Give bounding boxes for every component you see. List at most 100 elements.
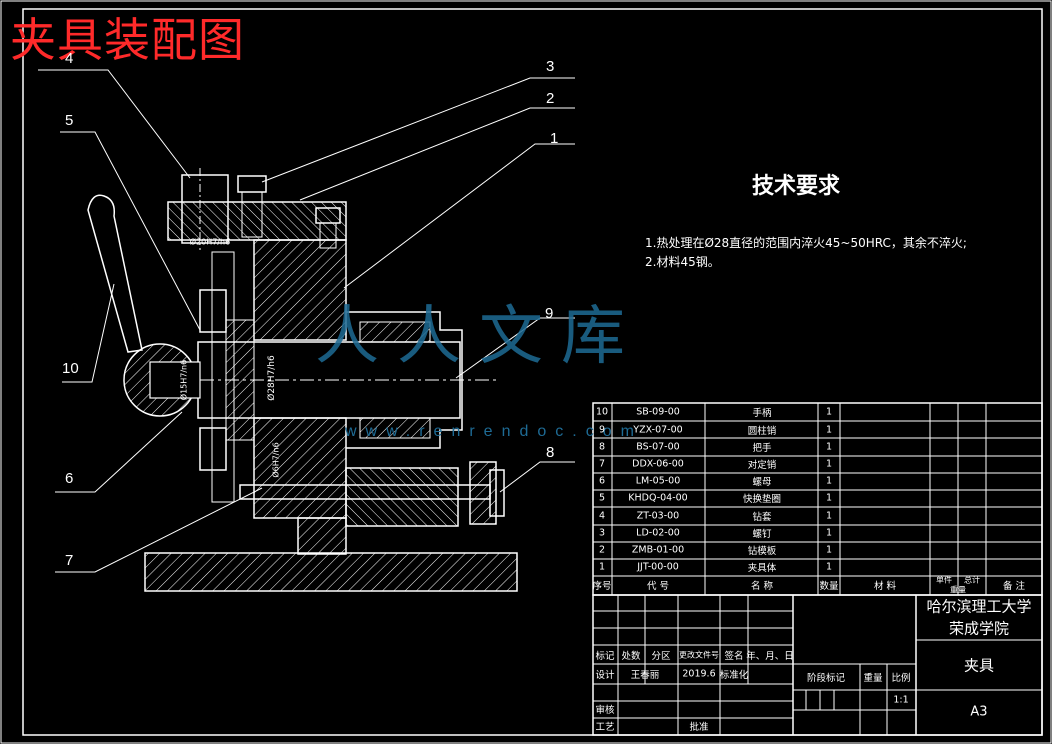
header-weight: 重量 <box>950 585 966 595</box>
drill-bushing <box>181 174 229 244</box>
part-no: 2 <box>598 544 606 556</box>
school-college: 荣成学院 <box>948 619 1010 638</box>
part-no: 6 <box>598 475 606 487</box>
pin-housing <box>345 467 459 527</box>
label-standardize: 标准化 <box>719 670 749 681</box>
sheet-size: A3 <box>970 704 988 720</box>
label-process: 工艺 <box>595 722 615 733</box>
label-date: 年、月、日 <box>746 651 794 662</box>
label-sign: 签名 <box>724 651 744 662</box>
callout-2: 2 <box>546 90 555 107</box>
base-plate <box>144 552 518 592</box>
dim-label: Ø6H7/n6 <box>271 442 281 478</box>
part-code: JJT-00-00 <box>637 561 679 573</box>
callout-6: 6 <box>65 470 74 487</box>
part-name-title: 夹具 <box>963 656 995 675</box>
part-code: ZT-03-00 <box>636 510 680 522</box>
label-count: 处数 <box>621 651 641 662</box>
knob <box>469 461 497 525</box>
part-qty: 1 <box>825 527 833 539</box>
part-qty: 1 <box>825 561 833 573</box>
header-material: 材 料 <box>873 581 897 592</box>
designer-name: 王春丽 <box>630 670 660 681</box>
part-name: 对定销 <box>747 460 777 471</box>
dim-label: Ø20H7/h6 <box>189 237 231 247</box>
part-qty: 1 <box>825 424 833 436</box>
callout-9: 9 <box>545 305 554 322</box>
part-name: 钻套 <box>752 512 772 523</box>
tech-note: 1.热处理在Ø28直径的范围内淬火45~50HRC，其余不淬火; <box>645 236 967 250</box>
label-approve: 批准 <box>689 722 709 733</box>
part-qty: 1 <box>825 544 833 556</box>
part-code: DDX-06-00 <box>632 458 684 470</box>
design-date: 2019.6 <box>682 668 716 680</box>
column <box>297 517 347 555</box>
part-qty: 1 <box>825 475 833 487</box>
dim-label: Ø15H7/n6 <box>179 359 189 401</box>
part-name: 圆柱销 <box>747 426 777 437</box>
part-name: 螺钉 <box>752 529 772 540</box>
callout-8: 8 <box>546 444 555 461</box>
part-no: 9 <box>598 424 606 436</box>
callout-1: 1 <box>550 130 559 147</box>
tech-requirements-title: 技术要求 <box>752 174 841 199</box>
part-no: 7 <box>598 458 606 470</box>
part-qty: 1 <box>825 510 833 522</box>
callout-3: 3 <box>546 58 555 75</box>
part-no: 8 <box>598 441 606 453</box>
handle-lever <box>87 194 143 353</box>
workpiece <box>346 311 463 449</box>
callout-4: 4 <box>65 50 74 67</box>
header-name: 名 称 <box>750 581 774 592</box>
part-qty: 1 <box>825 406 833 418</box>
scale-value: 1:1 <box>893 694 909 706</box>
part-code: ZMB-01-00 <box>631 544 685 556</box>
header-unit: 单件 <box>936 575 952 585</box>
label-mark: 标记 <box>595 651 615 662</box>
label-design: 设计 <box>595 670 615 681</box>
part-code: LD-02-00 <box>636 527 680 539</box>
label-scale: 比例 <box>891 673 911 684</box>
header-remark: 备 注 <box>1002 581 1026 592</box>
label-zone: 分区 <box>651 651 671 662</box>
header-code: 代 号 <box>646 581 670 592</box>
part-name: 快换垫圈 <box>742 494 782 505</box>
part-code: LM-05-00 <box>635 475 681 487</box>
parts-list-grid <box>592 402 1043 596</box>
dim-label: Ø28H7/h6 <box>267 355 277 401</box>
fixture-body-upper <box>253 239 347 341</box>
part-no: 5 <box>598 492 606 504</box>
header-total: 总计 <box>964 575 980 585</box>
fixture-body-lower <box>253 417 347 519</box>
part-no: 4 <box>598 510 606 522</box>
drawing-title: 夹具装配图 <box>10 13 245 67</box>
part-no: 3 <box>598 527 606 539</box>
callout-7: 7 <box>65 552 74 569</box>
part-qty: 1 <box>825 458 833 470</box>
part-code: YZX-07-00 <box>633 424 683 436</box>
tech-note: 2.材料45钢。 <box>645 255 720 269</box>
screw-head <box>237 175 267 193</box>
part-code: BS-07-00 <box>636 441 680 453</box>
header-no: 序号 <box>592 581 612 592</box>
part-name: 夹具体 <box>747 563 777 574</box>
part-code: KHDQ-04-00 <box>628 492 688 504</box>
watermark-url: www.renrendoc.com <box>345 423 643 440</box>
label-weight: 重量 <box>863 673 883 684</box>
part-name: 螺母 <box>752 477 772 488</box>
part-no: 10 <box>595 406 609 418</box>
part-name: 手柄 <box>752 408 772 419</box>
inner-frame <box>22 8 1043 736</box>
part-name: 把手 <box>752 443 772 454</box>
part-qty: 1 <box>825 441 833 453</box>
school-name: 哈尔滨理工大学 <box>926 597 1032 616</box>
part-code: SB-09-00 <box>636 406 680 418</box>
part-qty: 1 <box>825 492 833 504</box>
watermark-text: 人人文库 <box>315 300 643 374</box>
callout-5: 5 <box>65 112 74 129</box>
label-review: 审核 <box>595 705 615 716</box>
label-change-doc: 更改文件号 <box>679 650 719 660</box>
